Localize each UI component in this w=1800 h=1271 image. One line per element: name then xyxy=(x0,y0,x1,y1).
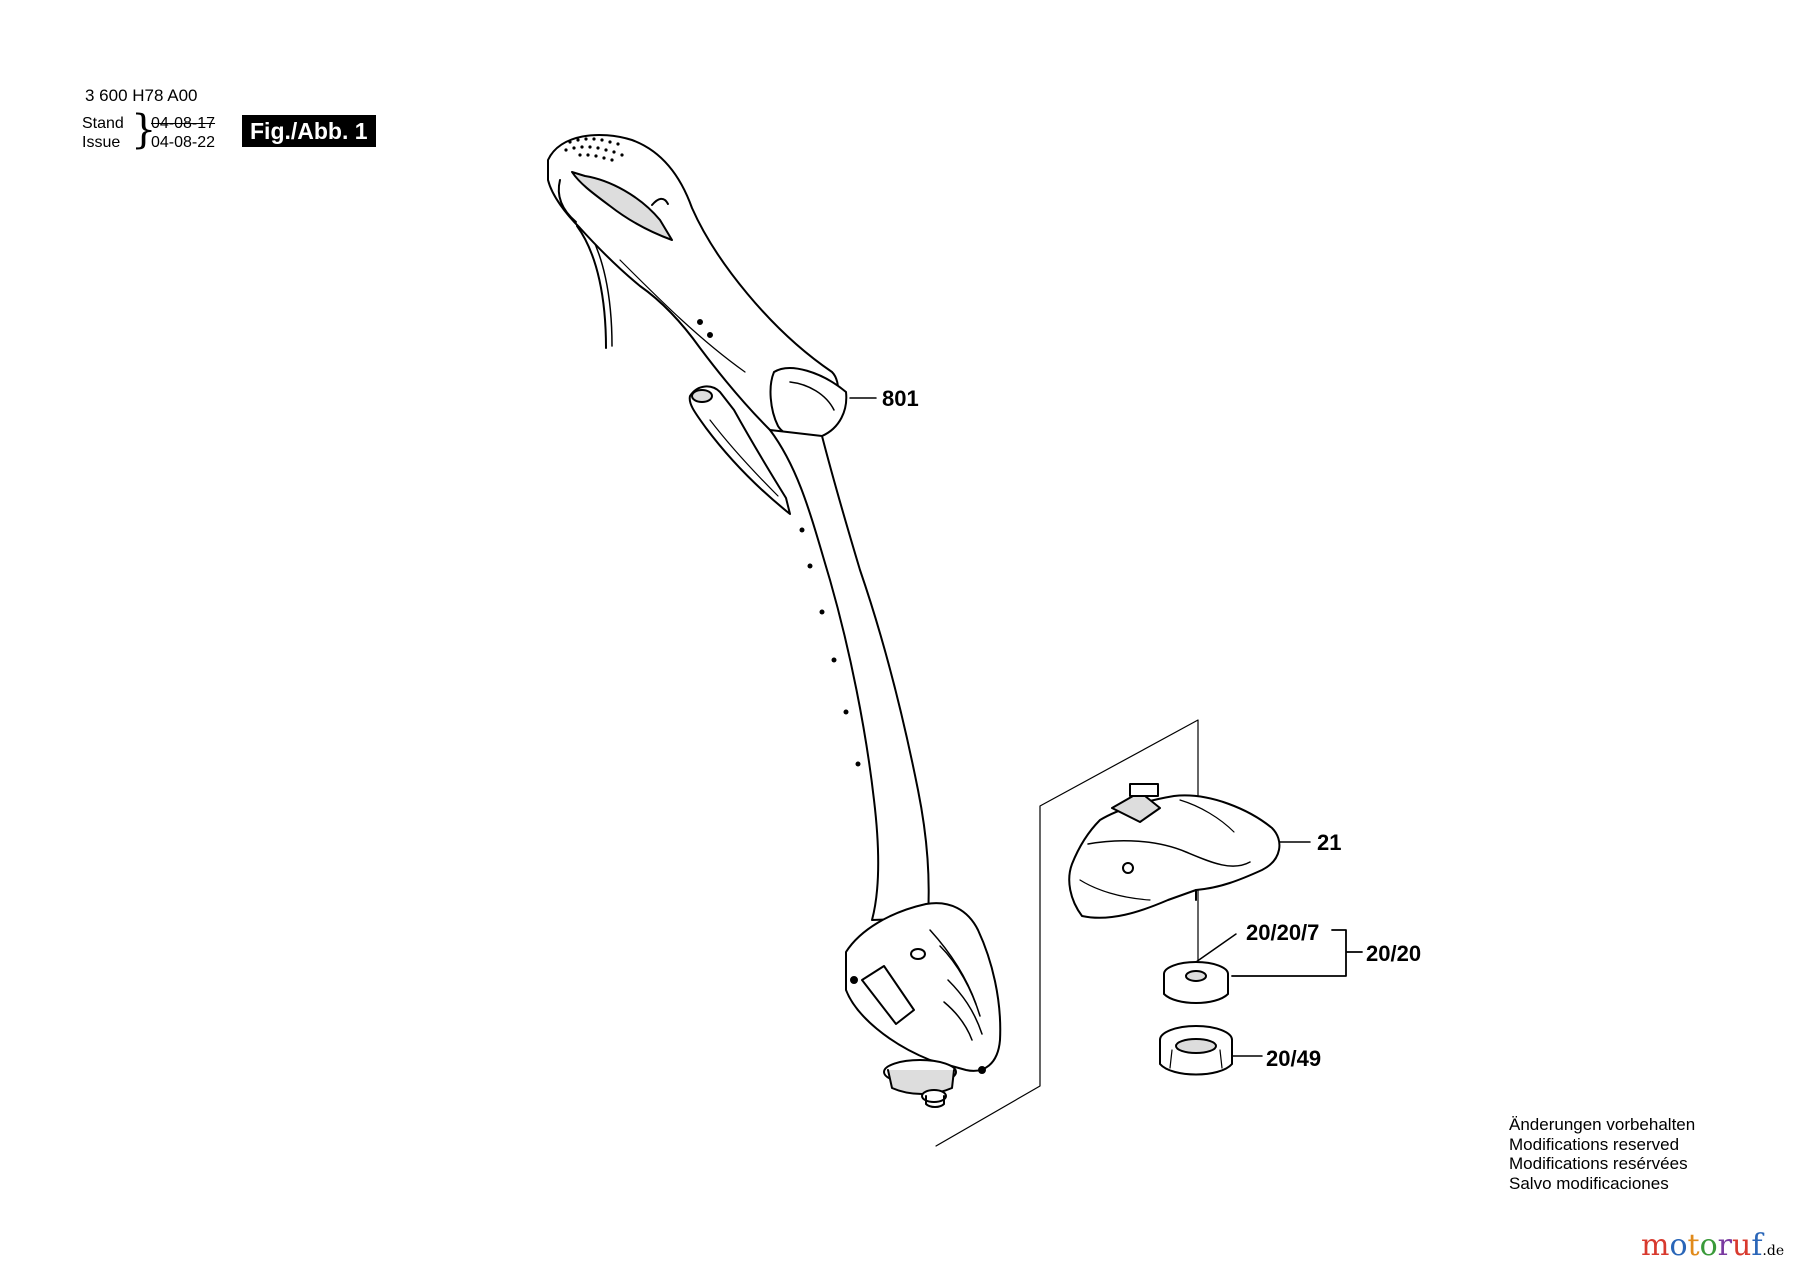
watermark-letter: o xyxy=(1699,1228,1718,1263)
figure-badge: Fig./Abb. 1 xyxy=(242,115,376,147)
vent-grille xyxy=(564,137,624,162)
trimmer-shaft xyxy=(769,429,930,921)
motor-housing xyxy=(845,902,1002,1108)
grip-fin xyxy=(688,385,791,515)
watermark-brand: motoruf xyxy=(1641,1228,1762,1263)
watermark-letter: t xyxy=(1687,1228,1700,1263)
notice-line-es: Salvo modificaciones xyxy=(1509,1173,1669,1193)
part-number: 3 600 H78 A00 xyxy=(85,86,198,105)
callout-21: 21 xyxy=(1317,830,1342,855)
watermark-letter: f xyxy=(1751,1228,1763,1263)
notice-line-fr: Modifications resérvées xyxy=(1509,1154,1688,1173)
watermark-letter: r xyxy=(1717,1228,1732,1263)
spool-20-20-7 xyxy=(1163,961,1229,1004)
power-cord xyxy=(576,225,607,349)
guard-21 xyxy=(1068,783,1281,919)
watermark-tld: .de xyxy=(1762,1243,1785,1259)
callout-801: 801 xyxy=(882,386,919,411)
stand-date: 04-08-17 xyxy=(151,115,216,132)
notice-line-de: Änderungen vorbehalten xyxy=(1509,1115,1696,1134)
trimmer-handle xyxy=(547,134,840,440)
callout-20-49: 20/49 xyxy=(1266,1046,1322,1071)
stand-label: Stand xyxy=(82,115,124,132)
leader-20-20-7 xyxy=(1195,933,1237,963)
modifications-notice: Änderungen vorbehalten Modifications res… xyxy=(1509,1115,1695,1193)
watermark-letter: u xyxy=(1731,1228,1752,1263)
issue-date: 04-08-22 xyxy=(151,134,216,151)
watermark-letter: m xyxy=(1641,1228,1670,1263)
callout-20-20: 20/20 xyxy=(1366,941,1422,966)
spool-housing-20-49 xyxy=(1159,1025,1233,1076)
watermark-letter: o xyxy=(1669,1228,1688,1263)
bracket-20-20 xyxy=(1231,929,1363,977)
callout-20-20-7: 20/20/7 xyxy=(1246,920,1320,945)
issue-label: Issue xyxy=(82,134,121,151)
watermark-logo: motoruf.de xyxy=(1641,1228,1784,1263)
notice-line-en: Modifications reserved xyxy=(1509,1134,1680,1154)
shaft-holes xyxy=(799,527,861,767)
brace-glyph: } xyxy=(131,107,157,153)
